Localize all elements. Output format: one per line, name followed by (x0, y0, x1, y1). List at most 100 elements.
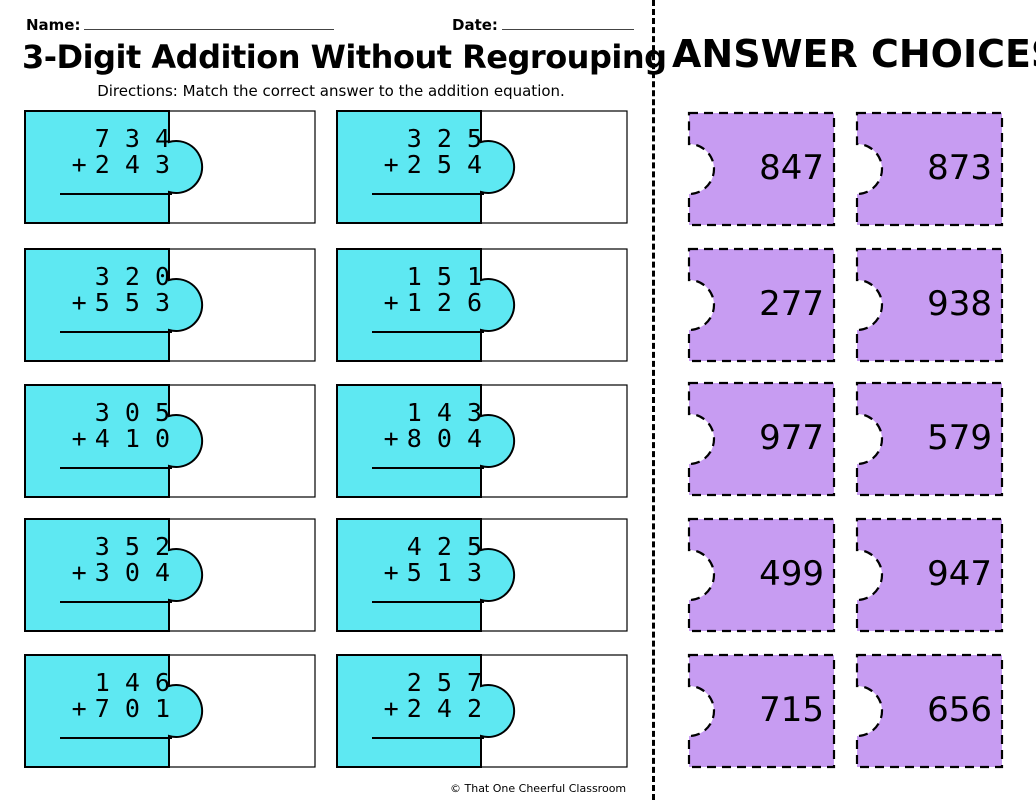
dashed-cut-outline (855, 247, 1004, 363)
problem-card: 4 2 5+5 1 3 (336, 518, 628, 632)
puzzle-tab (24, 654, 204, 768)
puzzle-piece-shape (24, 518, 316, 632)
answer-choice-card[interactable]: 656 (855, 653, 1004, 769)
bottom-addend: 7 0 1 (94, 694, 170, 723)
answer-choice-card[interactable]: 579 (855, 381, 1004, 497)
top-addend: 2 5 7 (406, 668, 482, 697)
bottom-addend: 3 0 4 (94, 558, 170, 587)
dashed-cut-outline (687, 247, 836, 363)
top-addend: 3 2 5 (406, 124, 482, 153)
answer-piece-shape (855, 653, 1004, 769)
puzzle-piece-shape (336, 110, 628, 224)
dashed-cut-outline (855, 111, 1004, 227)
top-addend: 7 3 4 (94, 124, 170, 153)
puzzle-piece-shape (24, 248, 316, 362)
answer-piece-shape (687, 653, 836, 769)
puzzle-tab (336, 654, 516, 768)
sum-line (60, 737, 172, 739)
answer-value: 656 (927, 690, 992, 730)
name-field[interactable]: Name: (26, 16, 335, 34)
directions-text: Directions: Match the correct answer to … (97, 82, 565, 100)
top-addend: 1 4 6 (94, 668, 170, 697)
top-addend: 1 4 3 (406, 398, 482, 427)
answer-choice-card[interactable]: 873 (855, 111, 1004, 227)
bottom-addend: 2 4 2 (406, 694, 482, 723)
answer-choice-card[interactable]: 277 (687, 247, 836, 363)
problem-card: 1 4 3+8 0 4 (336, 384, 628, 498)
answer-choice-card[interactable]: 499 (687, 517, 836, 633)
cut-line-divider (652, 0, 655, 800)
puzzle-tab (336, 518, 516, 632)
answer-piece-shape (855, 517, 1004, 633)
puzzle-tab (24, 384, 204, 498)
answer-choice-card[interactable]: 847 (687, 111, 836, 227)
answer-value: 947 (927, 554, 992, 594)
problem-card: 3 5 2+3 0 4 (24, 518, 316, 632)
date-label: Date: (452, 16, 498, 34)
copyright-notice: © That One Cheerful Classroom (450, 782, 627, 795)
dashed-cut-outline (855, 653, 1004, 769)
top-addend: 3 2 0 (94, 262, 170, 291)
sum-line (372, 737, 484, 739)
answer-value: 847 (759, 148, 824, 188)
problem-card: 7 3 4+2 4 3 (24, 110, 316, 224)
name-label: Name: (26, 16, 81, 34)
answer-choice-card[interactable]: 715 (687, 653, 836, 769)
bottom-addend: 5 1 3 (406, 558, 482, 587)
dashed-cut-outline (855, 381, 1004, 497)
dashed-cut-outline (687, 517, 836, 633)
sum-line (372, 601, 484, 603)
plus-sign: + (383, 150, 399, 179)
plus-sign: + (383, 694, 399, 723)
addition-equation: 1 4 6+7 0 1 (60, 668, 172, 739)
puzzle-tab (24, 518, 204, 632)
top-addend: 3 5 2 (94, 532, 170, 561)
answer-value: 579 (927, 418, 992, 458)
sum-line (372, 331, 484, 333)
answer-choice-card[interactable]: 938 (855, 247, 1004, 363)
plus-sign: + (383, 558, 399, 587)
problem-card: 3 2 5+2 5 4 (336, 110, 628, 224)
puzzle-tab (336, 248, 516, 362)
dashed-cut-outline (687, 111, 836, 227)
sum-line (60, 467, 172, 469)
addition-equation: 1 4 3+8 0 4 (372, 398, 484, 469)
puzzle-piece-shape (24, 110, 316, 224)
name-line[interactable] (84, 17, 335, 30)
date-field[interactable]: Date: (452, 16, 634, 34)
dashed-cut-outline (855, 517, 1004, 633)
puzzle-tab (24, 248, 204, 362)
plus-sign: + (71, 288, 87, 317)
answer-choice-card[interactable]: 947 (855, 517, 1004, 633)
answer-value: 715 (759, 690, 824, 730)
dashed-cut-outline (687, 381, 836, 497)
top-addend: 1 5 1 (406, 262, 482, 291)
plus-sign: + (383, 424, 399, 453)
problem-card: 1 4 6+7 0 1 (24, 654, 316, 768)
date-line[interactable] (501, 17, 634, 30)
addition-equation: 1 5 1+1 2 6 (372, 262, 484, 333)
bottom-addend: 2 4 3 (94, 150, 170, 179)
puzzle-piece-shape (336, 654, 628, 768)
plus-sign: + (71, 150, 87, 179)
bottom-addend: 8 0 4 (406, 424, 482, 453)
bottom-addend: 1 2 6 (406, 288, 482, 317)
worksheet-title: 3-Digit Addition Without Regrouping (22, 38, 667, 76)
problem-card: 3 2 0+5 5 3 (24, 248, 316, 362)
answer-value: 938 (927, 284, 992, 324)
addition-equation: 3 0 5+4 1 0 (60, 400, 172, 469)
addition-equation: 2 5 7+2 4 2 (372, 668, 484, 739)
answer-piece-shape (855, 111, 1004, 227)
puzzle-piece-shape (336, 518, 628, 632)
dashed-cut-outline (687, 653, 836, 769)
problem-card: 2 5 7+2 4 2 (336, 654, 628, 768)
plus-sign: + (71, 558, 87, 587)
answer-value: 977 (759, 418, 824, 458)
answer-piece-shape (687, 111, 836, 227)
answer-choice-card[interactable]: 977 (687, 381, 836, 497)
answer-piece-shape (687, 517, 836, 633)
sum-line (372, 193, 484, 195)
puzzle-tab (24, 110, 204, 224)
problem-card: 1 5 1+1 2 6 (336, 248, 628, 362)
top-addend: 4 2 5 (406, 532, 482, 561)
